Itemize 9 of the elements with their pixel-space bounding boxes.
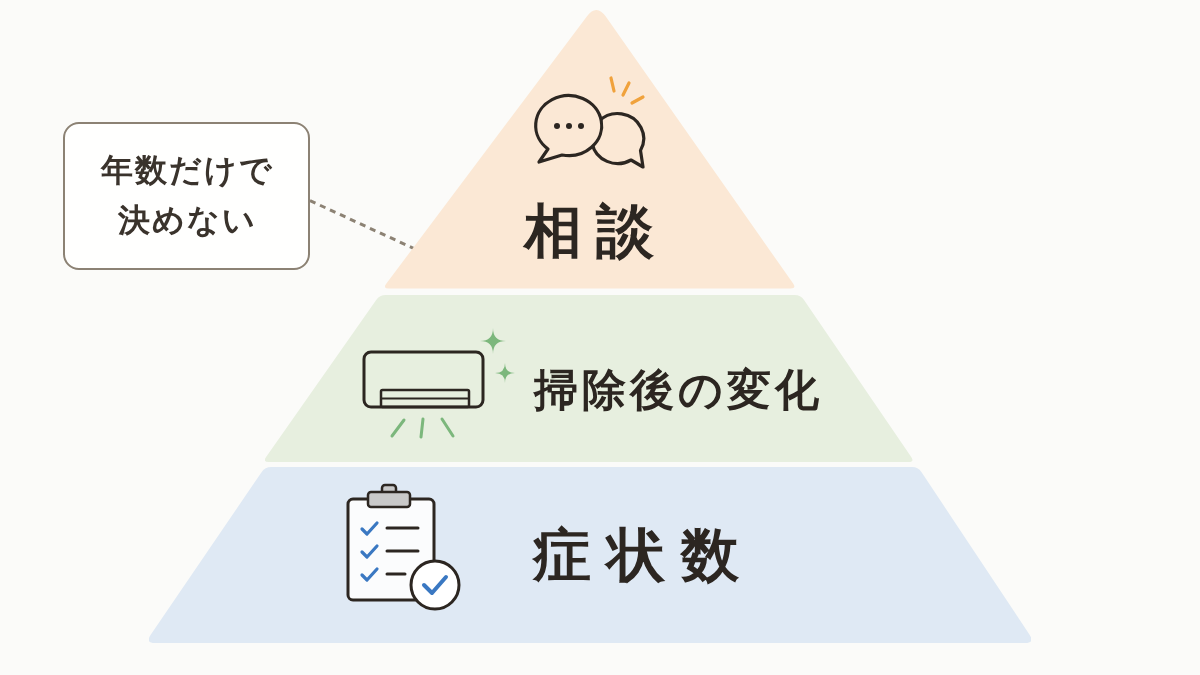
callout-text: 年数だけで決めない	[99, 150, 275, 241]
pyramid-tier	[148, 467, 1032, 643]
pyramid-tier	[265, 295, 913, 462]
tier-label: 症状数	[533, 521, 755, 591]
leader-line	[309, 199, 415, 250]
tier-label: 相談	[522, 197, 668, 267]
callout-box	[63, 122, 310, 270]
pyramid-tier	[385, 10, 795, 289]
tier-label: 掃除後の変化	[534, 364, 823, 417]
